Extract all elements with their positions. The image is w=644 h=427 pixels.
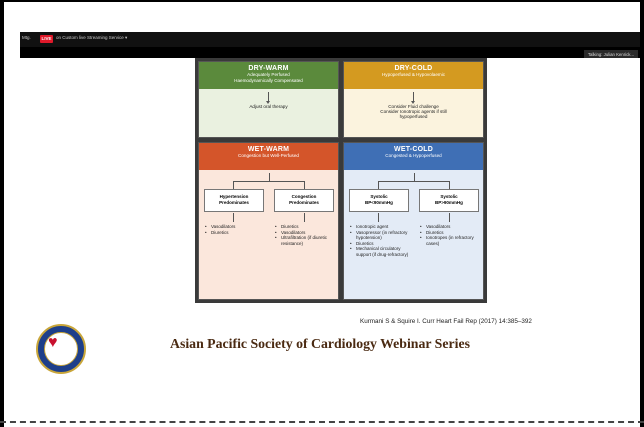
- wet-cold-subtitle: Congested & Hypoperfused: [385, 153, 442, 158]
- dry-cold-box: DRY-COLD Hypoperfused & Hypovolaemic Con…: [343, 61, 484, 138]
- systolic-high-label: Systolic: [440, 194, 458, 199]
- dry-warm-therapy: Adjust oral therapy: [249, 104, 288, 109]
- list-item: Vasopressor (in refractory hypotension): [350, 230, 414, 241]
- connector-line: [449, 213, 450, 222]
- congestion-label-2: Predominates: [289, 199, 319, 205]
- dry-warm-header: DRY-WARM Adequately Perfused Haemodynami…: [199, 62, 338, 89]
- dry-warm-subtitle-2: Haemodynamically Compensated: [234, 78, 303, 83]
- logo-ring: [44, 332, 78, 366]
- list-item: Diuretics: [275, 224, 335, 230]
- wet-cold-title: WET-COLD: [394, 146, 433, 153]
- meeting-label: Mtg.: [22, 35, 31, 40]
- wet-cold-right-list: Vasodilators Diuretics Ionotropes (in re…: [420, 224, 482, 246]
- congestion-label: Congestion: [291, 194, 317, 199]
- connector-split: [233, 181, 305, 189]
- stream-topbar: Mtg. LIVE on Custom live Streaming Servi…: [20, 32, 640, 47]
- citation: Kurmani S & Squire I. Curr Heart Fail Re…: [360, 318, 532, 325]
- list-item: Vasodilators: [275, 230, 335, 236]
- dry-cold-therapy-1: Consider Fluid challenge: [388, 104, 439, 109]
- connector-line: [378, 213, 379, 222]
- wet-warm-subtitle: Congestion but Well-Perfused: [238, 153, 299, 158]
- wet-cold-header: WET-COLD Congested & Hypoperfused: [344, 143, 483, 170]
- video-player[interactable]: Mtg. LIVE on Custom live Streaming Servi…: [20, 32, 640, 390]
- systolic-low-box: Systolic BP<90mmHg: [349, 189, 409, 212]
- divider: [0, 421, 644, 423]
- society-logo: ♥: [36, 324, 86, 374]
- wet-warm-header: WET-WARM Congestion but Well-Perfused: [199, 143, 338, 170]
- connector-split: [378, 181, 450, 189]
- systolic-low-label-2: BP<90mmHg: [365, 199, 393, 205]
- connector-line: [304, 213, 305, 222]
- heart-icon: ♥: [48, 334, 58, 351]
- list-item: Vasodilators: [420, 224, 482, 230]
- systolic-high-box: Systolic BP>90mmHg: [419, 189, 479, 212]
- talking-indicator: Talking: Julian Kenrick...: [583, 50, 638, 59]
- presentation-slide: DRY-WARM Adequately Perfused Haemodynami…: [20, 58, 640, 390]
- hypertension-box: Hypertension Predominates: [204, 189, 264, 212]
- wet-warm-box: WET-WARM Congestion but Well-Perfused Hy…: [198, 142, 339, 300]
- live-badge[interactable]: LIVE: [40, 35, 53, 43]
- arrow-down-icon: [266, 92, 270, 104]
- webinar-title: Asian Pacific Society of Cardiology Webi…: [170, 336, 470, 351]
- congestion-box: Congestion Predominates: [274, 189, 334, 212]
- dry-warm-title: DRY-WARM: [248, 65, 289, 72]
- wet-cold-left-list: Ionotropic agent Vasopressor (in refract…: [350, 224, 414, 258]
- dry-cold-therapy-3: hypoperfused: [399, 114, 428, 119]
- connector-line: [414, 173, 415, 181]
- systolic-high-label-2: BP>90mmHg: [435, 199, 463, 205]
- stream-service-dropdown[interactable]: on Custom live Streaming Service ▾: [56, 35, 128, 40]
- list-item: Diuretics: [350, 241, 414, 247]
- list-item: Diuretics: [420, 230, 482, 236]
- list-item: Ultrafiltration (if diuretic resistance): [275, 235, 335, 246]
- dry-cold-subtitle: Hypoperfused & Hypovolaemic: [381, 72, 446, 77]
- dry-cold-title: DRY-COLD: [394, 65, 433, 72]
- dry-warm-subtitle: Adequately Perfused: [247, 72, 290, 77]
- wet-warm-left-list: Vasodilators Diuretics: [205, 224, 265, 235]
- list-item: Mechanical circulatory support (if drug-…: [350, 246, 414, 257]
- wet-warm-right-list: Diuretics Vasodilators Ultrafiltration (…: [275, 224, 335, 246]
- systolic-low-label: Systolic: [370, 194, 388, 199]
- list-item: Ionotropes (in refractory cases): [420, 235, 482, 246]
- dry-cold-therapy-2: Consider Ionotropic agents if still: [380, 109, 447, 114]
- connector-line: [269, 173, 270, 181]
- connector-line: [233, 213, 234, 222]
- wet-cold-box: WET-COLD Congested & Hypoperfused Systol…: [343, 142, 484, 300]
- arrow-down-icon: [411, 92, 415, 104]
- management-grid: DRY-WARM Adequately Perfused Haemodynami…: [195, 58, 487, 303]
- wet-warm-title: WET-WARM: [247, 146, 290, 153]
- list-item: Vasodilators: [205, 224, 265, 230]
- dry-warm-box: DRY-WARM Adequately Perfused Haemodynami…: [198, 61, 339, 138]
- list-item: Ionotropic agent: [350, 224, 414, 230]
- list-item: Diuretics: [205, 230, 265, 236]
- hypertension-label-2: Predominates: [219, 199, 249, 205]
- hypertension-label: Hypertension: [219, 194, 249, 199]
- dry-cold-header: DRY-COLD Hypoperfused & Hypovolaemic: [344, 62, 483, 89]
